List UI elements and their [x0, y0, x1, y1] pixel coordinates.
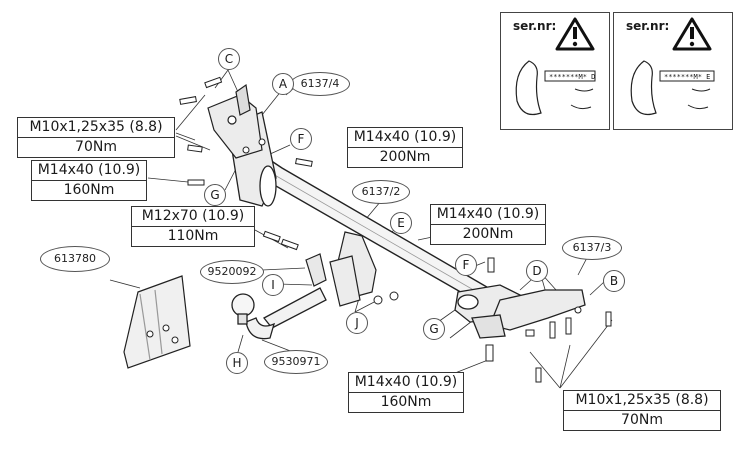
serial-label: ser.nr: [513, 19, 557, 33]
spec-torque: 200Nm [379, 149, 431, 165]
callout-f-mid: F [455, 254, 477, 276]
serial-label: ser.nr: [626, 19, 670, 33]
part-number-9520092: 9520092 [200, 260, 264, 284]
spec-m14-right: M14x40 (10.9) 200Nm [430, 204, 546, 245]
center-bracket [329, 231, 377, 307]
bolts-and-nuts [146, 76, 612, 383]
callout-h: H [226, 352, 248, 374]
spec-m12: M12x70 (10.9) 110Nm [131, 206, 255, 247]
callout-f-top: F [290, 128, 312, 150]
spec-bolt: M10x1,25x35 (8.8) [18, 118, 174, 138]
spec-torque: 200Nm [462, 226, 514, 242]
callout-i: I [262, 274, 284, 296]
spec-torque: 70Nm [621, 412, 663, 428]
socket-plate [305, 253, 327, 287]
spec-m14-left: M14x40 (10.9) 160Nm [31, 160, 147, 201]
spec-m10-bottom: M10x1,25x35 (8.8) 70Nm [563, 390, 721, 431]
warning-icon [515, 17, 596, 116]
callout-j: J [346, 312, 368, 334]
spec-bolt: M14x40 (10.9) [32, 161, 146, 181]
callout-a: A [272, 73, 294, 95]
spec-m14-bottom: M14x40 (10.9) 160Nm [348, 372, 464, 413]
tow-ball-neck [231, 287, 327, 340]
right-bracket [454, 284, 586, 339]
serial-code: *******M* E [664, 73, 711, 81]
spec-bolt: M14x40 (10.9) [431, 205, 545, 225]
spec-torque: 160Nm [63, 182, 115, 198]
spec-torque: 160Nm [380, 394, 432, 410]
part-number-9530971: 9530971 [264, 350, 328, 374]
part-number-6137-4: 6137/4 [290, 72, 350, 96]
part-number-6137-3: 6137/3 [562, 236, 622, 260]
spec-m14-top-mid: M14x40 (10.9) 200Nm [347, 127, 463, 168]
spec-bolt: M10x1,25x35 (8.8) [564, 391, 720, 411]
upper-left-bracket [207, 83, 263, 159]
part-number-6137-2: 6137/2 [352, 180, 410, 204]
warning-icon [630, 17, 715, 116]
serial-panel-left: ser.nr: *******M* D [500, 12, 610, 130]
spec-m10-top: M10x1,25x35 (8.8) 70Nm [17, 117, 175, 158]
spec-bolt: M14x40 (10.9) [349, 373, 463, 393]
bumper-section [123, 275, 191, 369]
callout-d: D [526, 260, 548, 282]
callout-g-mid: G [423, 318, 445, 340]
spec-bolt: M12x70 (10.9) [132, 207, 254, 227]
spec-bolt: M14x40 (10.9) [348, 128, 462, 148]
callout-e: E [390, 212, 412, 234]
part-number-613780: 613780 [40, 246, 110, 272]
serial-panel-right: ser.nr: *******M* E [613, 12, 733, 130]
spec-torque: 70Nm [75, 139, 117, 155]
callout-g-left: G [204, 184, 226, 206]
spec-torque: 110Nm [167, 228, 219, 244]
callout-c: C [218, 48, 240, 70]
callout-b: B [603, 270, 625, 292]
serial-code: *******M* D [549, 73, 596, 81]
